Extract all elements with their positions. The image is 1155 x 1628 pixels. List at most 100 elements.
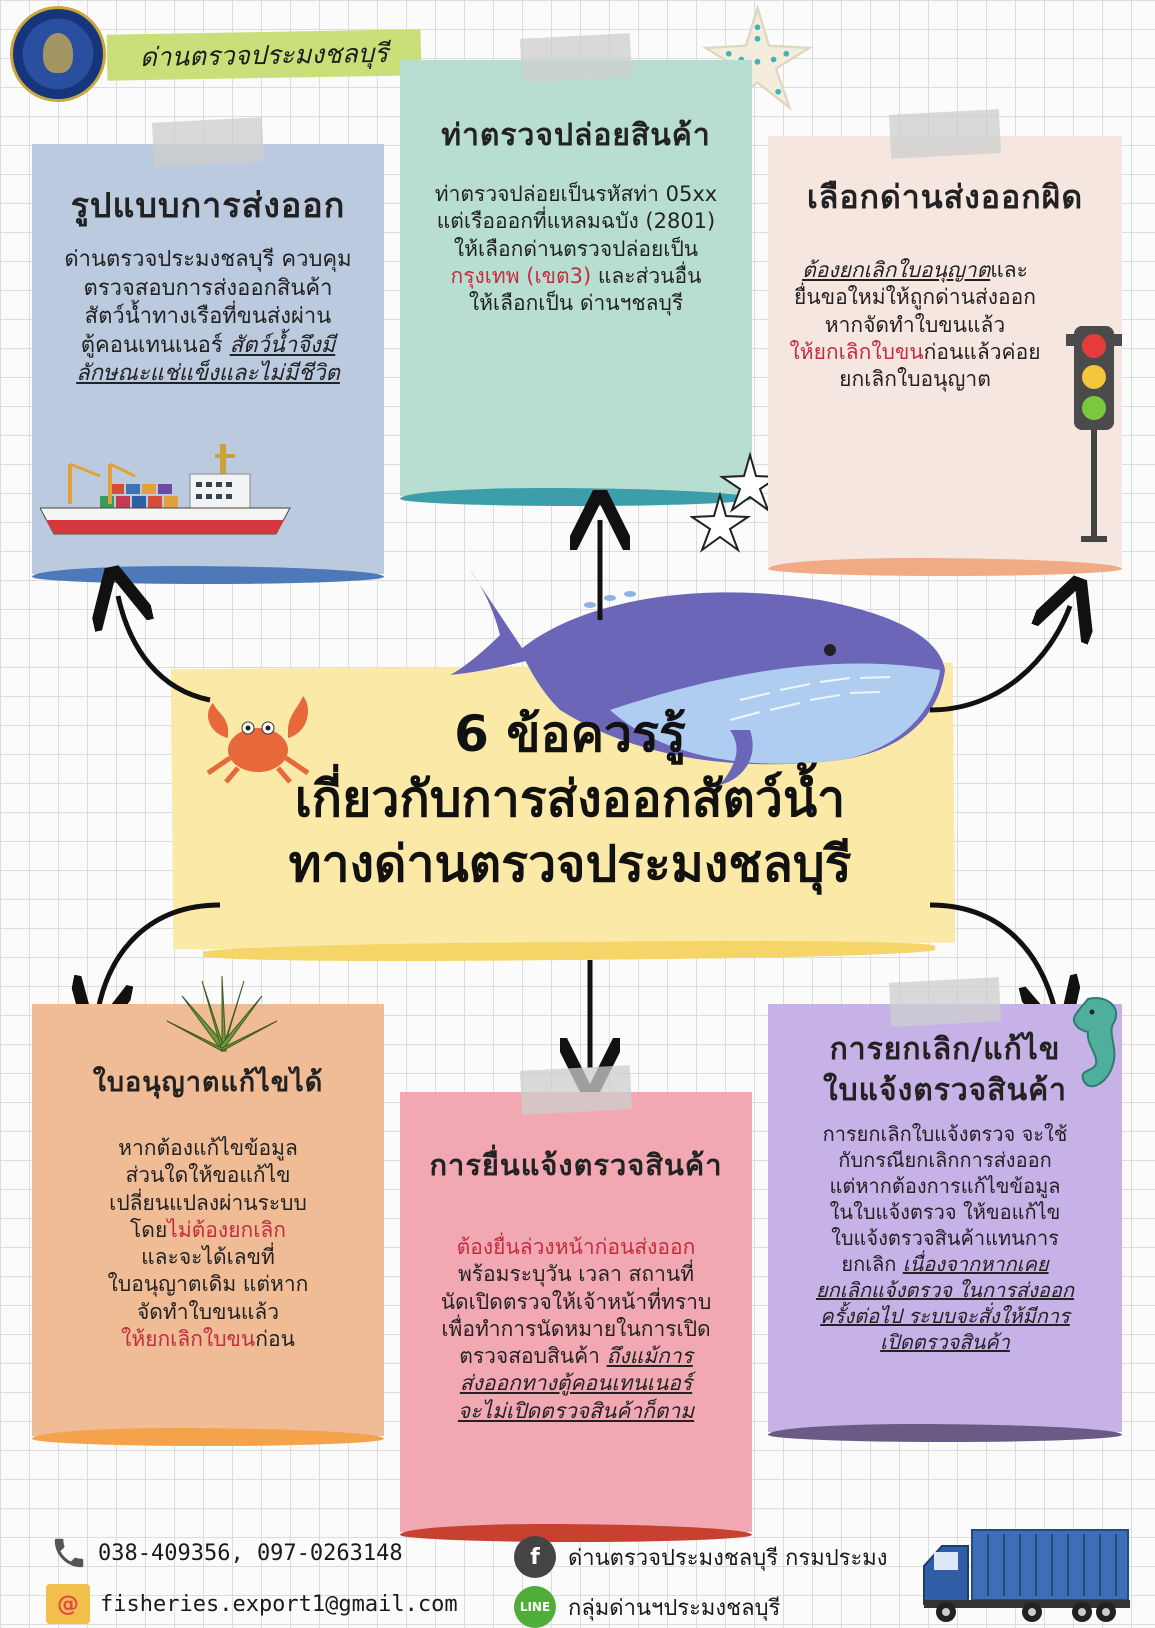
title-line: ทางด่านตรวจประมงชลบุรี — [288, 835, 852, 893]
text-line: โดยไม่ต้องยกเลิก — [46, 1217, 370, 1244]
text-span: โดย — [130, 1217, 168, 1242]
highlight-text: ให้ยกเลิกใบขน — [789, 339, 924, 364]
highlight-text: ต้องยื่นล่วงหน้าก่อนส่งออก — [456, 1235, 696, 1259]
underlined-text: เปิดตรวจสินค้า — [880, 1330, 1010, 1354]
tape — [151, 117, 265, 167]
text-line: เปลี่ยนแปลงผ่านระบบ — [109, 1190, 307, 1215]
text-line: จัดทำใบขนแล้ว — [136, 1299, 280, 1324]
text-line: ส่วนใดให้ขอแก้ไข — [125, 1163, 291, 1188]
card-release-port: ท่าตรวจปล่อยสินค้า ท่าตรวจปล่อยเป็นรหัสท… — [400, 33, 752, 506]
title-line: การยกเลิก/แก้ไข — [829, 1032, 1061, 1067]
text-line: หากจัดทำใบขนแล้ว — [824, 312, 1006, 337]
text-line: แต่เรือออกที่แหลมฉบัง (2801) — [436, 209, 716, 234]
whale-icon — [450, 570, 945, 785]
plant-icon — [166, 976, 278, 1053]
card-title: การยกเลิก/แก้ไข ใบแจ้งตรวจสินค้า — [782, 1030, 1108, 1111]
ship-icon — [40, 444, 291, 535]
contact-line: LINE กลุ่มด่านฯประมงชลบุรี — [514, 1586, 780, 1628]
tape — [519, 33, 633, 83]
text-line: แต่หากต้องการแก้ไขข้อมูล — [829, 1174, 1061, 1198]
text-line: พร้อมระบุวัน เวลา สถานที่ — [457, 1262, 695, 1287]
highlight-text: กรุงเทพ (เขต3) — [450, 263, 592, 288]
traffic-light-icon — [1066, 326, 1122, 542]
text-line: กับกรณียกเลิกการส่งออก — [838, 1148, 1052, 1172]
title-line: เกี่ยวกับการส่งออกสัตว์น้ำ — [294, 770, 846, 828]
text-line: ต้องยกเลิกใบอนุญาตและ — [782, 257, 1048, 284]
text-line: และจะได้เลขที่ — [141, 1245, 275, 1270]
text-line: ใบแจ้งตรวจสินค้าแทนการ — [831, 1226, 1059, 1250]
highlight-text: ให้ยกเลิกใบขน — [121, 1327, 256, 1352]
title-line: 6 ข้อควรรู้ — [454, 705, 686, 763]
card-wave — [768, 1424, 1122, 1442]
underlined-text: ต้องยกเลิกใบอนุญาต — [802, 258, 991, 282]
text-line: ให้ยกเลิกใบขนก่อนแล้วค่อย — [782, 339, 1048, 366]
card-cancel-edit: การยกเลิก/แก้ไข ใบแจ้งตรวจสินค้า การยกเล… — [768, 977, 1122, 1442]
underlined-text: ส่งออกทางตู้คอนเทนเนอร์ — [459, 1371, 693, 1396]
card-title: การยื่นแจ้งตรวจสินค้า — [429, 1148, 723, 1182]
text-line: ให้ยกเลิกใบขนก่อน — [46, 1326, 370, 1353]
line-icon: LINE — [514, 1586, 556, 1628]
text-span: ก่อน — [255, 1327, 295, 1352]
card-export-format: รูปแบบการส่งออก ด่านตรวจประมงชลบุรี ควบค… — [32, 117, 384, 584]
text-line: การยกเลิกใบแจ้งตรวจ จะใช้ — [822, 1122, 1068, 1146]
email-icon: @ — [46, 1584, 90, 1624]
text-line: ให้เลือกเป็น ด่านฯชลบุรี — [468, 291, 684, 316]
card-license-edit: ใบอนุญาตแก้ไขได้ หากต้องแก้ไขข้อมูล ส่วน… — [32, 976, 384, 1446]
text-line: ยื่นขอใหม่ให้ถูกด่านส่งออก — [794, 285, 1036, 310]
underlined-text: ถึงแม้การ — [606, 1344, 693, 1369]
text-line: ยกเลิก เนื่องจากหากเคย — [782, 1251, 1108, 1277]
text-line: ตู้คอนเทนเนอร์ สัตว์น้ำจึงมี — [46, 332, 370, 361]
underlined-text: ยกเลิกแจ้งตรวจ ในการส่งออก — [815, 1278, 1075, 1302]
card-title: ท่าตรวจปล่อยสินค้า — [441, 118, 711, 153]
title-line: ใบแจ้งตรวจสินค้า — [822, 1072, 1067, 1108]
card-wave — [32, 1428, 384, 1446]
contact-email: @ fisheries.export1@gmail.com — [46, 1584, 458, 1624]
tape — [888, 977, 1002, 1027]
text-span: และส่วนอื่น — [591, 263, 702, 288]
underlined-text: ลักษณะแช่แข็งและไม่มีชีวิต — [76, 361, 340, 387]
seahorse-icon — [1072, 997, 1118, 1088]
card-body: ท่าตรวจปล่อยเป็นรหัสท่า 05xx แต่เรือออกท… — [414, 181, 738, 317]
facebook-page[interactable]: ด่านตรวจประมงชลบุรี กรมประมง — [568, 1545, 888, 1571]
department-logo — [10, 6, 106, 102]
text-line: ตรวจสอบการส่งออกสินค้า — [83, 275, 333, 301]
text-line: ยกเลิกใบอนุญาต — [839, 367, 991, 392]
underlined-text: จะไม่เปิดตรวจสินค้าก็ตาม — [457, 1398, 695, 1423]
line-group[interactable]: กลุ่มด่านฯประมงชลบุรี — [568, 1595, 781, 1621]
text-line: หากต้องแก้ไขข้อมูล — [118, 1136, 298, 1160]
card-body: หากต้องแก้ไขข้อมูล ส่วนใดให้ขอแก้ไข เปลี… — [46, 1135, 370, 1353]
card-body: การยกเลิกใบแจ้งตรวจ จะใช้ กับกรณียกเลิกก… — [782, 1121, 1108, 1355]
card-body: ด่านตรวจประมงชลบุรี ควบคุม ตรวจสอบการส่ง… — [46, 246, 370, 389]
card-body: ต้องยกเลิกใบอนุญาตและ ยื่นขอใหม่ให้ถูกด่… — [782, 257, 1108, 393]
phone-icon — [54, 1538, 84, 1568]
main-title: 6 ข้อควรรู้ เกี่ยวกับการส่งออกสัตว์น้ำ ท… — [200, 702, 940, 897]
contact-phone: 038-409356, 097-0263148 — [50, 1534, 403, 1572]
text-span: ก่อนแล้วค่อย — [923, 339, 1041, 364]
text-line: ท่าตรวจปล่อยเป็นรหัสท่า 05xx — [434, 182, 718, 206]
underlined-text: สัตว์น้ำจึงมี — [229, 332, 336, 358]
text-line: กรุงเทพ (เขต3) และส่วนอื่น — [414, 263, 738, 290]
card-wrong-port: เลือกด่านส่งออกผิด ต้องยกเลิกใบอนุญาตและ… — [768, 109, 1122, 576]
header-label: ด่านตรวจประมงชลบุรี — [106, 29, 422, 81]
card-wave — [400, 1524, 752, 1542]
truck-icon — [923, 1529, 1130, 1622]
card-title: รูปแบบการส่งออก — [70, 186, 346, 226]
underlined-text: ครั้งต่อไป ระบบจะสั่งให้มีการ — [820, 1304, 1070, 1328]
underlined-text: เนื่องจากหากเคย — [902, 1252, 1049, 1276]
text-span: และ — [990, 258, 1028, 282]
text-span: ตรวจสอบสินค้า — [459, 1344, 607, 1369]
card-title: ใบอนุญาตแก้ไขได้ — [92, 1067, 324, 1098]
facebook-icon: f — [514, 1536, 556, 1578]
tape — [888, 109, 1002, 159]
crab-icon — [206, 696, 310, 784]
phone-number[interactable]: 038-409356, 097-0263148 — [98, 1540, 403, 1566]
text-line: ให้เลือกด่านตรวจปล่อยเป็น — [453, 236, 699, 261]
contact-facebook: f ด่านตรวจประมงชลบุรี กรมประมง — [514, 1536, 888, 1578]
text-line: ใบอนุญาตเดิม แต่หาก — [107, 1272, 309, 1297]
text-line: เพื่อทำการนัดหมายในการเปิด — [441, 1316, 711, 1341]
card-wave — [32, 566, 384, 584]
text-line: ตรวจสอบสินค้า ถึงแม้การ — [414, 1343, 738, 1370]
text-line: ด่านตรวจประมงชลบุรี ควบคุม — [64, 247, 352, 272]
card-title: เลือกด่านส่งออกผิด — [806, 178, 1084, 216]
email-address[interactable]: fisheries.export1@gmail.com — [100, 1591, 458, 1617]
